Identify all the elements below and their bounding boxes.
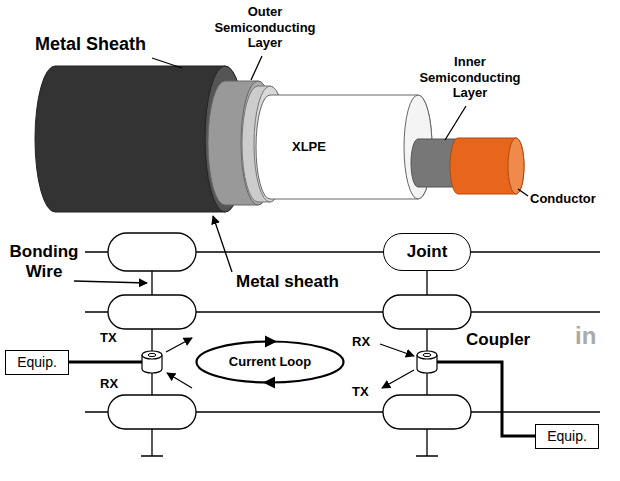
joint-shape xyxy=(383,295,471,329)
equipment-box: Equip. xyxy=(5,350,69,375)
node-text: Equip. xyxy=(17,354,57,370)
signal-arrow xyxy=(380,344,414,356)
part-label: Conductor xyxy=(530,191,596,207)
leader-arrow xyxy=(213,216,232,272)
part-label: Inner Semiconducting Layer xyxy=(410,54,530,101)
loop-arrowhead xyxy=(263,377,275,389)
xlpe-insulation xyxy=(256,95,432,199)
equipment-lead xyxy=(69,361,142,364)
current-loop: Current Loop xyxy=(195,340,345,384)
conductor-core xyxy=(450,138,524,194)
part-label: Coupler xyxy=(466,330,530,350)
equipment-lead xyxy=(437,362,535,436)
part-label: TX xyxy=(352,384,369,400)
signal-arrow xyxy=(382,370,414,388)
leader-arrow xyxy=(74,281,147,283)
part-label: RX xyxy=(100,376,118,392)
loop-arrowhead xyxy=(265,336,277,348)
conductor-face xyxy=(508,138,524,194)
leader-line xyxy=(518,189,528,196)
coupler-symbol xyxy=(417,351,437,373)
signal-arrow xyxy=(167,373,192,388)
coupler-symbol xyxy=(142,351,162,373)
signal-arrow xyxy=(166,338,192,352)
part-label: Bonding Wire xyxy=(6,242,82,283)
part-label: TX xyxy=(100,330,117,346)
loop-ellipse xyxy=(197,342,344,383)
node-text: Joint xyxy=(407,242,448,262)
equipment-box: Equip. xyxy=(535,424,599,449)
leader-line xyxy=(251,56,262,80)
part-label: Metal sheath xyxy=(236,272,339,292)
joint-shape xyxy=(108,233,196,271)
part-label: Outer Semiconducting Layer xyxy=(205,4,325,51)
leader-line xyxy=(445,106,466,140)
part-label: XLPE xyxy=(292,139,326,155)
part-label: RX xyxy=(352,334,370,350)
part-label: in xyxy=(575,322,596,351)
joint-shape xyxy=(383,395,471,429)
node-text: Current Loop xyxy=(229,355,311,370)
leader-line xyxy=(152,58,182,68)
node-text: Equip. xyxy=(547,428,587,444)
joint-box: Joint xyxy=(383,233,471,271)
part-label: Metal Sheath xyxy=(35,34,146,56)
joint-shape xyxy=(108,295,196,329)
joint-shape xyxy=(108,395,196,429)
